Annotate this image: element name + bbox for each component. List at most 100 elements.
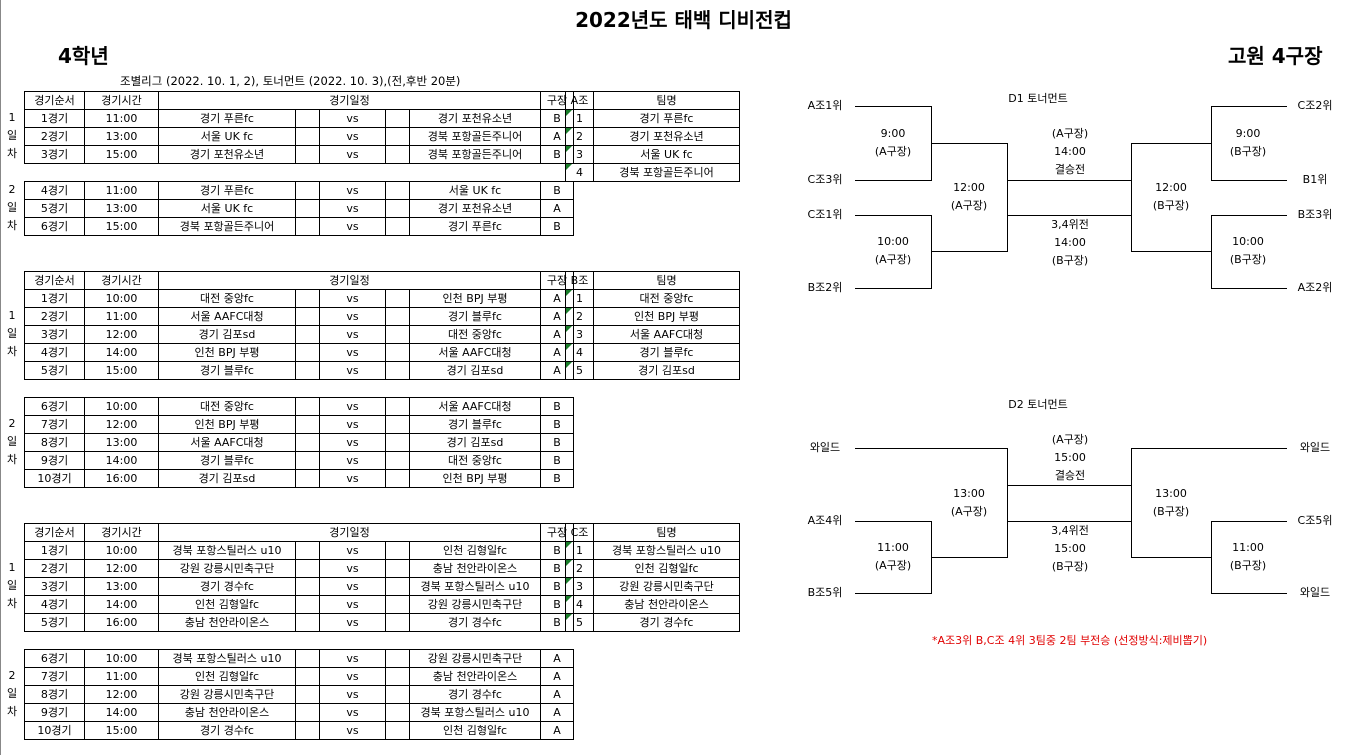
match-time: 14:00	[84, 451, 159, 470]
match-time: 14:00	[84, 343, 159, 362]
spacer-cell	[295, 577, 320, 596]
spacer-cell	[385, 109, 410, 128]
away-team: 경기 경수fc	[409, 613, 541, 632]
day-label-char: 차	[6, 147, 18, 160]
vs-label: vs	[319, 127, 386, 146]
match-time: 13:00	[84, 127, 159, 146]
home-team: 서울 UK fc	[158, 199, 296, 218]
match-order: 4경기	[24, 595, 85, 614]
bracket-line	[1211, 180, 1287, 181]
home-team: 서울 AAFC대청	[158, 307, 296, 326]
day-label-char: 2	[8, 183, 16, 196]
day-label-char: 2	[8, 669, 16, 682]
match-order: 1경기	[24, 109, 85, 128]
d2-third-place-info: (B구장)	[1051, 560, 1089, 573]
spacer-cell	[385, 595, 410, 614]
day-label-char: 1	[8, 309, 16, 322]
bracket-line	[855, 215, 932, 216]
spacer-cell	[295, 649, 320, 668]
d2-right-semi: 13:00	[1155, 487, 1187, 500]
team-name: 충남 천안라이온스	[593, 595, 740, 614]
vs-label: vs	[319, 451, 386, 470]
d2-right-seed: 와일드	[1299, 441, 1331, 454]
vs-label: vs	[319, 109, 386, 128]
day-label-char: 일	[6, 129, 18, 142]
match-field: B	[540, 397, 574, 416]
match-order: 1경기	[24, 541, 85, 560]
bracket-line	[1211, 521, 1212, 594]
d2-left-semi: (A구장)	[950, 505, 988, 518]
d2-final-info: 15:00	[1054, 451, 1086, 464]
away-team: 경북 포항스틸러스 u10	[409, 703, 541, 722]
d1-title: D1 토너먼트	[1008, 92, 1068, 105]
green-corner-marker	[566, 596, 572, 602]
spacer-cell	[385, 451, 410, 470]
spacer-cell	[295, 685, 320, 704]
team-rank: 3	[565, 577, 594, 596]
match-time: 11:00	[84, 181, 159, 200]
bracket-line	[1007, 448, 1008, 558]
header-time: 경기시간	[84, 523, 159, 542]
green-corner-marker	[566, 542, 572, 548]
bye-footnote: *A조3위 B,C조 4위 3팀중 2팀 부전승 (선정방식:제비뽑기)	[932, 634, 1208, 647]
team-name: 서울 AAFC대청	[593, 325, 740, 344]
spacer-cell	[295, 217, 320, 236]
away-team: 경기 김포sd	[409, 433, 541, 452]
header-time: 경기시간	[84, 271, 159, 290]
spacer-cell	[385, 469, 410, 488]
d1-left-qf-bottom: (A구장)	[874, 253, 912, 266]
vs-label: vs	[319, 361, 386, 380]
green-corner-marker	[566, 128, 572, 134]
team-name: 강원 강릉시민축구단	[593, 577, 740, 596]
d1-right-semi: 12:00	[1155, 181, 1187, 194]
vs-label: vs	[319, 613, 386, 632]
away-team: 경기 포천유소년	[409, 109, 541, 128]
team-rank: 1	[565, 109, 594, 128]
spacer-cell	[385, 217, 410, 236]
bracket-line	[855, 106, 932, 107]
bracket-line	[1131, 557, 1211, 558]
green-corner-marker	[566, 560, 572, 566]
d1-right-seed: B1위	[1302, 173, 1328, 186]
day-label-char: 차	[6, 453, 18, 466]
away-team: 경기 블루fc	[409, 307, 541, 326]
spacer-cell	[385, 343, 410, 362]
spacer-cell	[295, 613, 320, 632]
bracket-line	[931, 251, 1008, 252]
match-order: 8경기	[24, 433, 85, 452]
match-order: 1경기	[24, 289, 85, 308]
bracket-line	[855, 521, 932, 522]
match-order: 6경기	[24, 649, 85, 668]
vs-label: vs	[319, 181, 386, 200]
away-team: 경북 포항스틸러스 u10	[409, 577, 541, 596]
bracket-line	[1007, 485, 1132, 486]
bracket-line	[1211, 521, 1287, 522]
home-team: 대전 중앙fc	[158, 397, 296, 416]
green-corner-marker	[566, 146, 572, 152]
home-team: 경기 김포sd	[158, 469, 296, 488]
team-name: 인천 김형일fc	[593, 559, 740, 578]
team-name: 대전 중앙fc	[593, 289, 740, 308]
d2-title: D2 토너먼트	[1008, 398, 1068, 411]
schedule-note: 조별리그 (2022. 10. 1, 2), 토너먼트 (2022. 10. 3…	[120, 74, 461, 88]
away-team: 인천 BPJ 부평	[409, 469, 541, 488]
d1-left-seed: C조1위	[807, 208, 843, 221]
away-team: 충남 천안라이온스	[409, 667, 541, 686]
d1-final-info: 결승전	[1054, 163, 1086, 176]
bracket-line	[1131, 251, 1211, 252]
match-order: 5경기	[24, 199, 85, 218]
match-time: 11:00	[84, 109, 159, 128]
d2-right-seed: 와일드	[1299, 586, 1331, 599]
day-label-char: 일	[6, 687, 18, 700]
